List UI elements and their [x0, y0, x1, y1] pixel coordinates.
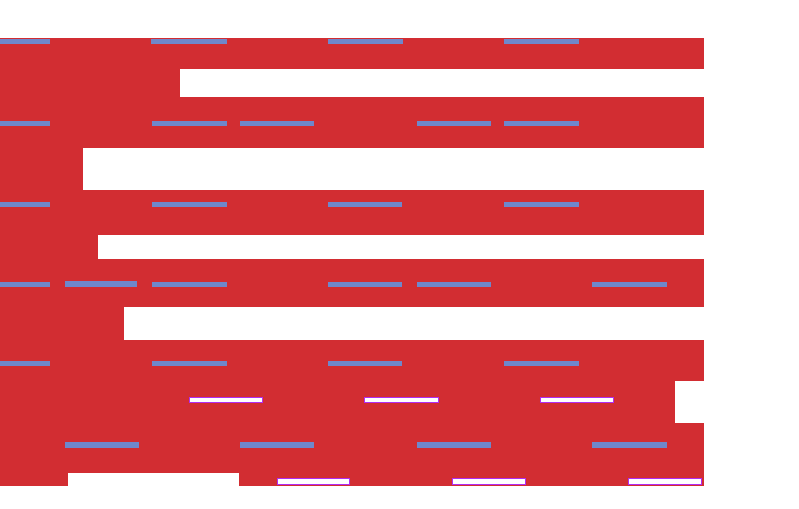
- magenta-outlined-bar: [364, 397, 439, 403]
- blue-bar: [0, 282, 50, 287]
- blue-bar: [152, 121, 227, 126]
- white-gap: [98, 235, 704, 259]
- blue-bar: [152, 361, 227, 366]
- blue-bar: [152, 282, 227, 287]
- magenta-outlined-bar: [540, 397, 614, 403]
- white-gap: [68, 473, 239, 486]
- blue-bar: [240, 121, 314, 126]
- blue-bar: [151, 39, 227, 44]
- white-gap: [675, 381, 704, 423]
- magenta-outlined-bar: [628, 478, 702, 485]
- magenta-outlined-bar: [277, 478, 350, 485]
- blue-bar: [504, 361, 579, 366]
- blue-bar: [504, 121, 579, 126]
- magenta-outlined-bar: [189, 397, 263, 403]
- blue-bar: [65, 281, 137, 287]
- white-gap: [124, 307, 704, 340]
- blue-bar: [240, 442, 314, 448]
- magenta-outlined-bar: [452, 478, 526, 485]
- blue-bar: [592, 442, 667, 448]
- blue-bar: [328, 202, 402, 207]
- white-gap: [83, 148, 704, 190]
- blue-bar: [0, 202, 50, 207]
- blue-bar: [328, 282, 402, 287]
- blue-bar: [417, 442, 491, 448]
- blue-bar: [328, 361, 402, 366]
- blue-bar: [65, 442, 139, 448]
- blue-bar: [152, 202, 227, 207]
- blue-bar: [504, 39, 579, 44]
- blue-bar: [592, 282, 667, 287]
- blue-bar: [417, 282, 491, 287]
- blue-bar: [328, 39, 403, 44]
- blue-bar: [417, 121, 491, 126]
- red-content-block: [0, 38, 704, 486]
- blue-bar: [0, 361, 50, 366]
- blue-bar: [504, 202, 579, 207]
- white-gap: [180, 69, 704, 97]
- blue-bar: [0, 39, 50, 44]
- blue-bar: [0, 121, 50, 126]
